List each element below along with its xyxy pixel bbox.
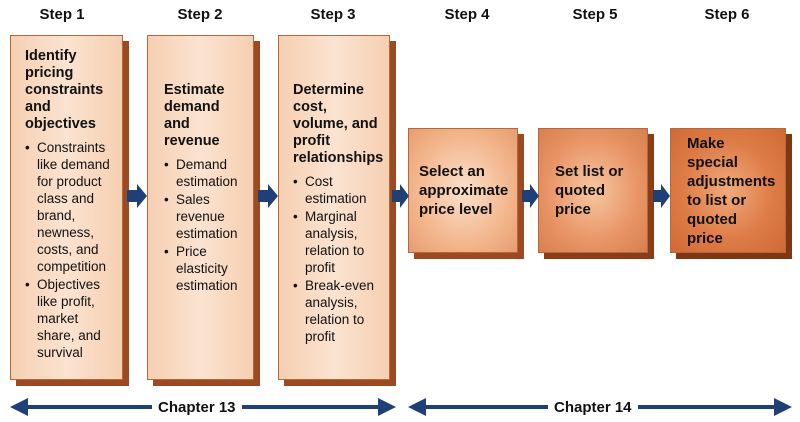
chapter-13-label: Chapter 13: [152, 399, 242, 416]
step-4-label: Step 4: [444, 6, 490, 23]
step-2-bullet-text: Sales revenue estimation: [176, 192, 238, 241]
right-arrow-icon: [653, 184, 670, 208]
step-1-bullet-item: • Constraints like demand for product cla…: [25, 139, 116, 275]
step-1-bullet-item: • Objectives like profit, market share, a…: [25, 276, 116, 361]
step-6-title-wrap: Make special adjustments to list or quot…: [671, 129, 785, 252]
step-3-bullet-item: • Cost estimation: [293, 173, 383, 207]
right-arrow-icon: [522, 184, 539, 208]
step-2-bullet-text: Demand estimation: [176, 157, 238, 189]
right-arrow-icon: [258, 184, 278, 208]
step-2-bullet-item: • Demand estimation: [164, 156, 247, 190]
step-5-box: Set list or quoted price: [538, 128, 648, 253]
chapter-14-label: Chapter 14: [548, 399, 638, 416]
step-4-title: Select an approximate price level: [419, 163, 509, 218]
right-arrow-icon: [127, 184, 147, 208]
step-5-title: Set list or quoted price: [555, 163, 624, 218]
bullet-icon: •: [25, 140, 30, 155]
step-2-label: Step 2: [177, 6, 223, 23]
step-6-box: Make special adjustments to list or quot…: [670, 128, 786, 253]
step-1-title: Identify pricing constraints and objecti…: [25, 48, 104, 132]
step-5-title-wrap: Set list or quoted price: [539, 129, 647, 252]
step-3-title: Determine cost, volume, and profit relat…: [293, 82, 384, 166]
step-3-bullet-text: Cost estimation: [305, 174, 367, 206]
step-5-label: Step 5: [572, 6, 618, 23]
step-1-bullet-text: Constraints like demand for product clas…: [37, 140, 110, 274]
bullet-icon: •: [164, 244, 169, 259]
step-3-bullet-text: Break-even analysis, relation to profit: [305, 278, 375, 344]
bullet-icon: •: [293, 209, 298, 224]
step-1-label: Step 1: [39, 6, 85, 23]
bullet-icon: •: [164, 157, 169, 172]
step-1-bullet-text: Objectives like profit, market share, an…: [37, 277, 101, 360]
step-3-label: Step 3: [310, 6, 356, 23]
step-3-bullet-list: • Cost estimation • Marginal analysis, rel…: [293, 173, 383, 345]
step-4-box: Select an approximate price level: [408, 128, 518, 253]
step-2-box: Estimate demand and revenue • Demand esti…: [147, 35, 254, 380]
bullet-icon: •: [293, 174, 298, 189]
bullet-icon: •: [293, 278, 298, 293]
step-3-box: Determine cost, volume, and profit relat…: [278, 35, 390, 380]
step-3-bullet-item: • Marginal analysis, relation to profit: [293, 208, 383, 276]
step-1-box: Identify pricing constraints and objecti…: [10, 35, 123, 380]
step-6-title: Make special adjustments to list or quot…: [687, 134, 776, 247]
bullet-icon: •: [25, 277, 30, 292]
step-2-bullet-text: Price elasticity estimation: [176, 244, 238, 293]
step-6-label: Step 6: [704, 6, 750, 23]
step-2-title: Estimate demand and revenue: [164, 82, 225, 149]
right-arrow-icon: [392, 184, 409, 208]
step-1-bullet-list: • Constraints like demand for product cla…: [25, 139, 116, 361]
step-2-bullet-item: • Price elasticity estimation: [164, 243, 247, 294]
step-2-bullet-list: • Demand estimation • Sales revenue estima…: [164, 156, 247, 294]
step-2-bullet-item: • Sales revenue estimation: [164, 191, 247, 242]
step-3-bullet-item: • Break-even analysis, relation to profit: [293, 277, 383, 345]
step-3-bullet-text: Marginal analysis, relation to profit: [305, 209, 365, 275]
bullet-icon: •: [164, 192, 169, 207]
step-4-title-wrap: Select an approximate price level: [409, 129, 517, 252]
